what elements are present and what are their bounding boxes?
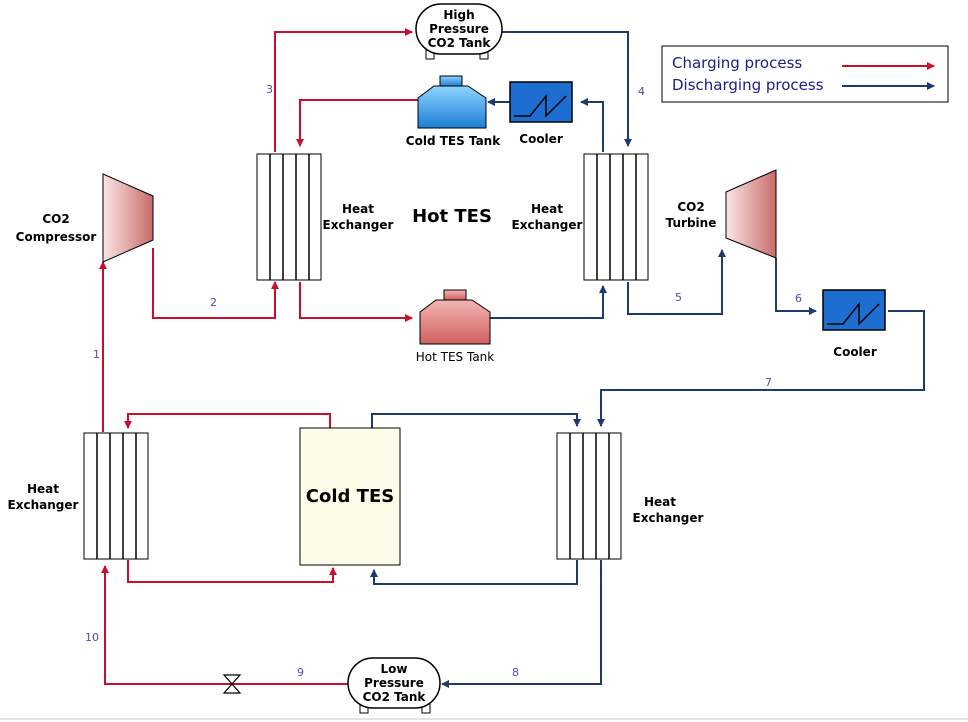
stream-7: 7 xyxy=(765,376,772,389)
high-pressure-tank-label-1: High xyxy=(443,8,474,22)
stream-8: 8 xyxy=(512,666,519,679)
hot-tes-tank-label: Hot TES Tank xyxy=(416,350,495,364)
cooler-right: Cooler xyxy=(822,289,886,359)
cold-tes-block: Cold TES xyxy=(299,427,401,566)
low-pressure-co2-tank: Low Pressure CO2 Tank xyxy=(347,657,441,714)
charging-pipes xyxy=(99,28,418,685)
cooler-right-label: Cooler xyxy=(833,345,877,359)
heat-exchanger-bottom-right: Heat Exchanger xyxy=(556,432,704,560)
high-pressure-tank-label-2: Pressure xyxy=(429,22,489,36)
cooler-top: Cooler xyxy=(509,81,573,146)
heat-exchanger-bottom-left: Heat Exchanger xyxy=(8,432,149,560)
low-pressure-tank-label-2: Pressure xyxy=(364,676,424,690)
low-pressure-tank-label-3: CO2 Tank xyxy=(363,690,427,704)
turbine-label-1: CO2 xyxy=(677,200,704,214)
cooler-top-label: Cooler xyxy=(519,132,563,146)
hot-tes-tank: Hot TES Tank xyxy=(416,289,495,364)
compressor-label-1: CO2 xyxy=(42,212,69,226)
heat-exchanger-top-left: Heat Exchanger xyxy=(256,153,394,281)
high-pressure-tank-label-3: CO2 Tank xyxy=(428,36,492,50)
high-pressure-co2-tank: High Pressure CO2 Tank xyxy=(415,3,503,60)
stream-numbers: 1 2 3 4 5 6 7 8 9 10 xyxy=(85,83,802,679)
hx-bottom-right-label-2: Exchanger xyxy=(633,511,704,525)
stream-3: 3 xyxy=(266,83,273,96)
stream-4: 4 xyxy=(638,85,645,98)
compressor-label-2: Compressor xyxy=(16,230,97,244)
legend-charging-label: Charging process xyxy=(672,54,802,72)
heat-exchanger-top-right: Heat Exchanger xyxy=(512,153,649,281)
co2-compressor: CO2 Compressor xyxy=(16,173,154,263)
legend-discharging-label: Discharging process xyxy=(672,76,824,94)
hx-top-right-label-2: Exchanger xyxy=(512,218,583,232)
hx-top-left-label-2: Exchanger xyxy=(323,218,394,232)
expansion-valve-icon xyxy=(222,674,242,694)
low-pressure-tank-label-1: Low xyxy=(381,662,408,676)
hx-top-right-label-1: Heat xyxy=(531,202,563,216)
stream-2: 2 xyxy=(210,296,217,309)
stream-9: 9 xyxy=(297,666,304,679)
cold-tes-label: Cold TES xyxy=(306,486,394,507)
hx-bottom-right-label-1: Heat xyxy=(644,495,676,509)
cold-tes-tank: Cold TES Tank xyxy=(406,75,501,148)
stream-1: 1 xyxy=(93,348,100,361)
hot-tes-label: Hot TES xyxy=(412,206,492,227)
turbine-label-2: Turbine xyxy=(666,216,717,230)
hx-top-left-label-1: Heat xyxy=(342,202,374,216)
legend: Charging process Discharging process xyxy=(661,45,949,103)
hx-bottom-left-label-1: Heat xyxy=(27,482,59,496)
stream-6: 6 xyxy=(795,292,802,305)
cold-tes-tank-label: Cold TES Tank xyxy=(406,134,501,148)
stream-10: 10 xyxy=(85,631,99,644)
stream-5: 5 xyxy=(675,291,682,304)
hx-bottom-left-label-2: Exchanger xyxy=(8,498,79,512)
co2-turbine: CO2 Turbine xyxy=(666,169,777,259)
discharging-pipes xyxy=(370,31,925,688)
